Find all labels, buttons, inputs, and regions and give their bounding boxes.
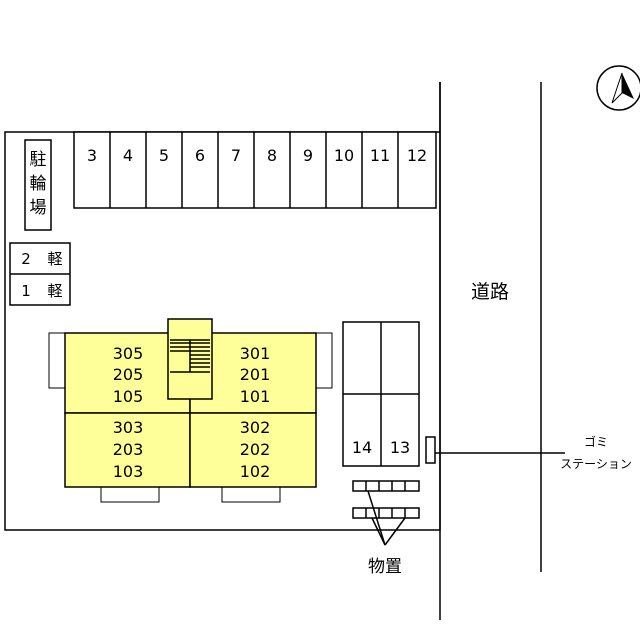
balcony: [48, 332, 66, 389]
apartment-building: 305 205 105 301 201 101 303 203 103 302 …: [48, 318, 333, 503]
light-space-number: 2: [21, 250, 31, 268]
parking-space-number: 13: [390, 438, 410, 457]
light-space-number: 1: [21, 282, 31, 300]
unit-number: 103: [113, 462, 144, 481]
parking-space-number: 3: [87, 146, 97, 165]
parking-row-top: 3 4 5 6 7 8 9 10 11 12: [73, 131, 437, 209]
unit-number: 102: [240, 462, 271, 481]
parking-space-number: 12: [407, 146, 427, 165]
parking-space-number: 7: [231, 146, 241, 165]
parking-space-number: 8: [267, 146, 277, 165]
storage-label: 物置: [368, 557, 402, 577]
parking-space-number: 14: [352, 438, 372, 457]
bicycle-parking-char: 駐: [30, 150, 47, 170]
garbage-station: ゴミ ステーション: [425, 434, 632, 471]
road-label: 道路: [471, 281, 509, 303]
parking-space-number: 4: [123, 146, 133, 165]
bicycle-parking-char: 輪: [30, 174, 47, 194]
unit-number: 202: [240, 440, 271, 459]
unit-number: 305: [113, 344, 144, 363]
north-arrow-icon: [596, 65, 640, 111]
parking-space-number: 6: [195, 146, 205, 165]
light-space-label: 軽: [47, 282, 62, 300]
unit-number: 203: [113, 440, 144, 459]
unit-number: 302: [240, 418, 271, 437]
balcony: [100, 486, 160, 503]
parking-space-number: 11: [370, 146, 390, 165]
garbage-station-label: ステーション: [560, 457, 632, 471]
parking-space-number: 9: [303, 146, 313, 165]
storage-sheds: 物置: [352, 480, 420, 577]
balcony: [221, 486, 281, 503]
unit-number: 301: [240, 344, 271, 363]
parking-space-number: 10: [334, 146, 354, 165]
bicycle-parking: 駐 輪 場: [24, 139, 52, 231]
stairs-icon: [170, 339, 210, 373]
unit-number: 105: [113, 387, 144, 406]
balcony: [315, 332, 333, 389]
bicycle-parking-char: 場: [30, 198, 47, 218]
unit-number: 201: [240, 365, 271, 384]
garbage-station-label: ゴミ: [584, 434, 608, 449]
unit-number: 101: [240, 387, 271, 406]
light-parking: 2 軽 1 軽: [9, 242, 71, 306]
unit-block-left-lower: [64, 412, 191, 488]
light-space-label: 軽: [47, 250, 62, 268]
parking-space-number: 5: [159, 146, 169, 165]
unit-block-right-lower: [189, 412, 317, 488]
unit-number: 303: [113, 418, 144, 437]
unit-number: 205: [113, 365, 144, 384]
parking-block-right: 14 13: [342, 321, 420, 467]
